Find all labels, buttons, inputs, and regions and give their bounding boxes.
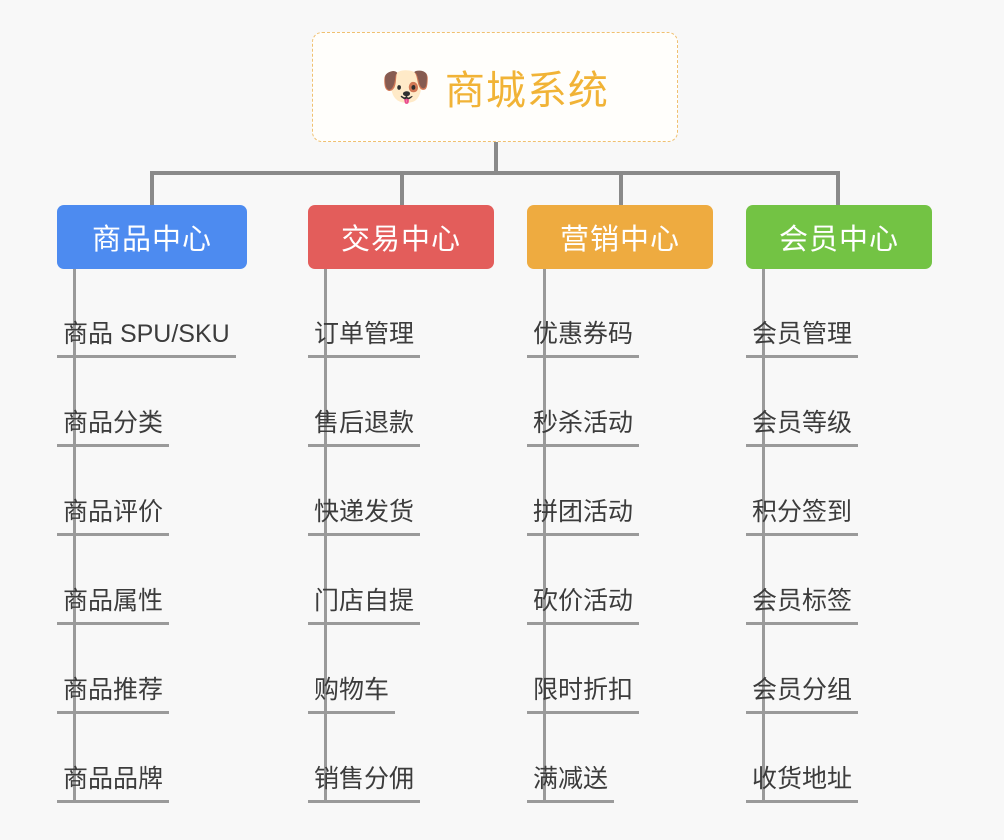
item-label: 满减送 <box>527 765 615 803</box>
branch-product-center: 商品中心 商品 SPU/SKU 商品分类 商品评价 商品属性 商品推荐 商品品牌 <box>57 205 247 803</box>
list-item[interactable]: 优惠券码 <box>527 269 713 358</box>
item-label: 订单管理 <box>308 320 421 358</box>
item-list-member-center: 会员管理 会员等级 积分签到 会员标签 会员分组 收货地址 <box>746 269 932 803</box>
list-item[interactable]: 会员等级 <box>746 358 932 447</box>
list-item[interactable]: 会员管理 <box>746 269 932 358</box>
list-item[interactable]: 商品属性 <box>57 536 247 625</box>
list-item[interactable]: 会员分组 <box>746 625 932 714</box>
item-label: 会员标签 <box>746 587 859 625</box>
item-label: 收货地址 <box>746 765 859 803</box>
connector-drop-member-center <box>836 171 840 205</box>
item-label: 拼团活动 <box>527 498 640 536</box>
item-label: 会员分组 <box>746 676 859 714</box>
branch-spine <box>762 269 765 803</box>
list-item[interactable]: 积分签到 <box>746 447 932 536</box>
list-item[interactable]: 限时折扣 <box>527 625 713 714</box>
item-label: 秒杀活动 <box>527 409 640 447</box>
item-label: 会员等级 <box>746 409 859 447</box>
category-title: 商品中心 <box>91 224 212 256</box>
branch-spine <box>324 269 327 803</box>
category-title: 会员中心 <box>778 224 899 256</box>
list-item[interactable]: 满减送 <box>527 714 713 803</box>
branch-spine <box>73 269 76 803</box>
item-label: 商品分类 <box>57 409 170 447</box>
item-label: 会员管理 <box>746 320 859 358</box>
branch-spine <box>543 269 546 803</box>
list-item[interactable]: 售后退款 <box>308 358 494 447</box>
item-label: 商品 SPU/SKU <box>57 320 236 358</box>
item-label: 商品属性 <box>57 587 170 625</box>
list-item[interactable]: 购物车 <box>308 625 494 714</box>
list-item[interactable]: 商品评价 <box>57 447 247 536</box>
item-label: 商品评价 <box>57 498 170 536</box>
dog-face-icon: 🐶 <box>381 65 431 109</box>
connector-horizontal-bus <box>150 171 840 175</box>
category-header-product-center[interactable]: 商品中心 <box>57 205 247 269</box>
item-label: 限时折扣 <box>527 676 640 714</box>
root-node-title: 商城系统 <box>444 69 609 113</box>
item-label: 购物车 <box>308 676 396 714</box>
item-label: 快递发货 <box>308 498 421 536</box>
item-label: 优惠券码 <box>527 320 640 358</box>
category-title: 营销中心 <box>559 224 680 256</box>
list-item[interactable]: 商品 SPU/SKU <box>57 269 247 358</box>
list-item[interactable]: 砍价活动 <box>527 536 713 625</box>
branch-member-center: 会员中心 会员管理 会员等级 积分签到 会员标签 会员分组 收货地址 <box>746 205 932 803</box>
item-list-trade-center: 订单管理 售后退款 快递发货 门店自提 购物车 销售分佣 <box>308 269 494 803</box>
list-item[interactable]: 订单管理 <box>308 269 494 358</box>
item-label: 积分签到 <box>746 498 859 536</box>
list-item[interactable]: 商品推荐 <box>57 625 247 714</box>
list-item[interactable]: 会员标签 <box>746 536 932 625</box>
list-item[interactable]: 秒杀活动 <box>527 358 713 447</box>
item-label: 销售分佣 <box>308 765 421 803</box>
list-item[interactable]: 收货地址 <box>746 714 932 803</box>
branch-trade-center: 交易中心 订单管理 售后退款 快递发货 门店自提 购物车 销售分佣 <box>308 205 494 803</box>
list-item[interactable]: 商品分类 <box>57 358 247 447</box>
connector-drop-marketing-center <box>619 171 623 205</box>
item-list-product-center: 商品 SPU/SKU 商品分类 商品评价 商品属性 商品推荐 商品品牌 <box>57 269 247 803</box>
list-item[interactable]: 商品品牌 <box>57 714 247 803</box>
item-label: 砍价活动 <box>527 587 640 625</box>
connector-root-stem <box>494 142 498 174</box>
item-label: 门店自提 <box>308 587 421 625</box>
category-header-marketing-center[interactable]: 营销中心 <box>527 205 713 269</box>
item-label: 售后退款 <box>308 409 421 447</box>
branch-marketing-center: 营销中心 优惠券码 秒杀活动 拼团活动 砍价活动 限时折扣 满减送 <box>527 205 713 803</box>
connector-drop-product-center <box>150 171 154 205</box>
item-label: 商品推荐 <box>57 676 170 714</box>
item-label: 商品品牌 <box>57 765 170 803</box>
list-item[interactable]: 门店自提 <box>308 536 494 625</box>
item-list-marketing-center: 优惠券码 秒杀活动 拼团活动 砍价活动 限时折扣 满减送 <box>527 269 713 803</box>
list-item[interactable]: 拼团活动 <box>527 447 713 536</box>
connector-drop-trade-center <box>400 171 404 205</box>
root-node[interactable]: 🐶 商城系统 <box>312 32 678 142</box>
list-item[interactable]: 销售分佣 <box>308 714 494 803</box>
category-header-trade-center[interactable]: 交易中心 <box>308 205 494 269</box>
category-title: 交易中心 <box>340 224 461 256</box>
list-item[interactable]: 快递发货 <box>308 447 494 536</box>
category-header-member-center[interactable]: 会员中心 <box>746 205 932 269</box>
